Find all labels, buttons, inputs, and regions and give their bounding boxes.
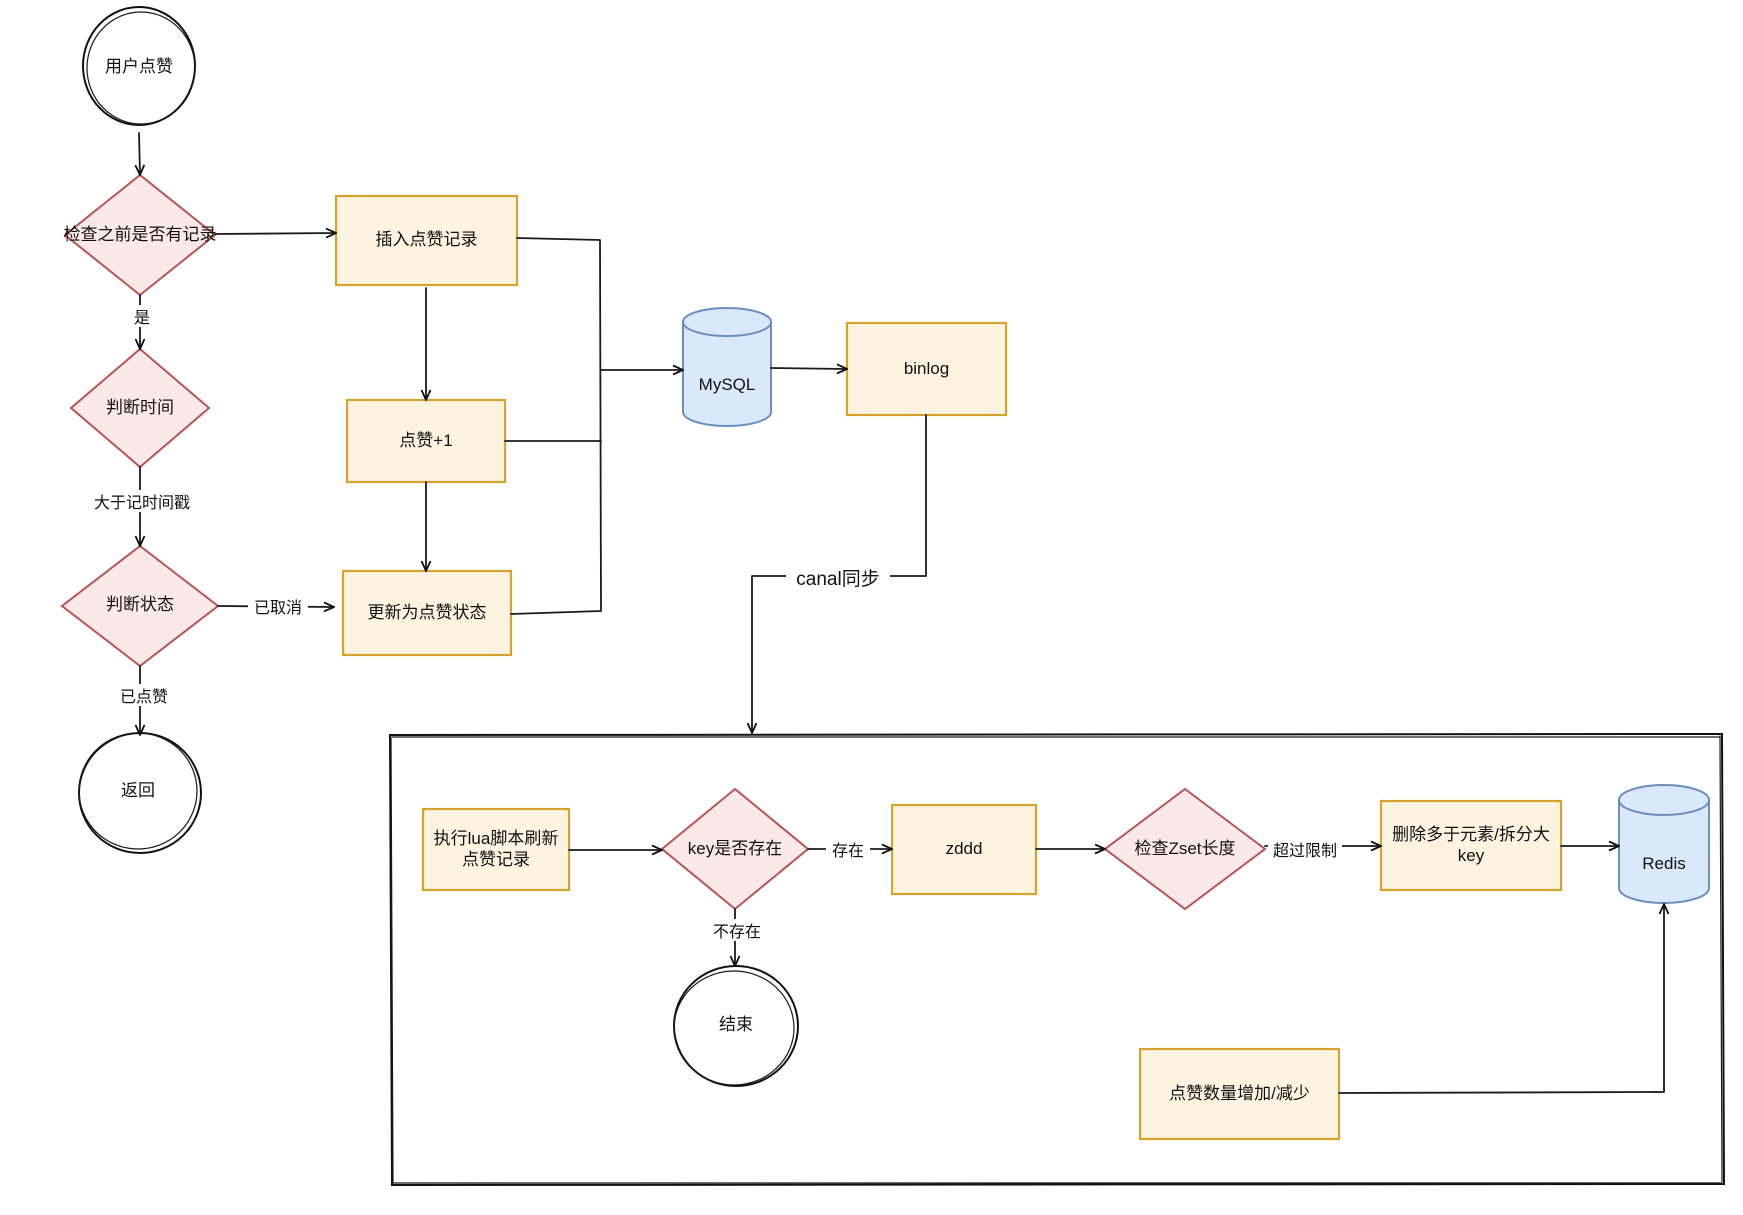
like-plus-one-label: 点赞+1 <box>399 431 453 451</box>
zddd-box <box>890 803 1038 896</box>
insert-record-box <box>334 194 519 287</box>
end-label: 结束 <box>719 1015 753 1035</box>
check-record-label: 检查之前是否有记录 <box>63 225 217 245</box>
redis-section-container <box>388 732 1726 1187</box>
edge-label-over-limit: 超过限制 <box>1268 838 1342 860</box>
edge-label-exists: 存在 <box>826 838 870 860</box>
lua-script-label: 执行lua脚本刷新点赞记录 <box>433 828 559 869</box>
edge-label-not-exists: 不存在 <box>707 919 767 941</box>
edge-label-yes: 是 <box>126 305 158 327</box>
zddd-label: zddd <box>945 839 983 859</box>
judge-time-label: 判断时间 <box>106 398 174 418</box>
return-label: 返回 <box>121 781 155 801</box>
edge-label-cancelled: 已取消 <box>248 595 308 617</box>
start-circle <box>82 6 196 126</box>
edge-label-canal-sync: canal同步 <box>786 565 890 590</box>
update-status-box <box>341 569 513 657</box>
binlog-label: binlog <box>903 359 950 379</box>
like-count-label: 点赞数量增加/减少 <box>1169 1084 1310 1104</box>
key-exists-label: key是否存在 <box>687 839 783 859</box>
check-zset-label: 检查Zset长度 <box>1134 839 1236 859</box>
user-like-label: 用户点赞 <box>105 57 173 77</box>
mysql-label: MySQL <box>698 375 756 395</box>
redis-cylinder <box>1618 784 1710 904</box>
redis-label: Redis <box>1642 854 1686 874</box>
edge-label-greater-than-timestamp: 大于记时间戳 <box>82 490 202 512</box>
update-status-label: 更新为点赞状态 <box>367 603 487 623</box>
edge-label-liked: 已点赞 <box>112 684 176 706</box>
delete-split-box <box>1379 799 1563 892</box>
return-circle <box>78 732 202 854</box>
insert-record-label: 插入点赞记录 <box>375 230 478 250</box>
mysql-cylinder <box>682 307 772 427</box>
judge-status-label: 判断状态 <box>106 595 174 615</box>
check-zset-diamond <box>1103 787 1267 911</box>
delete-split-label: 删除多于元素/拆分大key <box>1392 824 1550 865</box>
like-count-box <box>1138 1047 1341 1141</box>
